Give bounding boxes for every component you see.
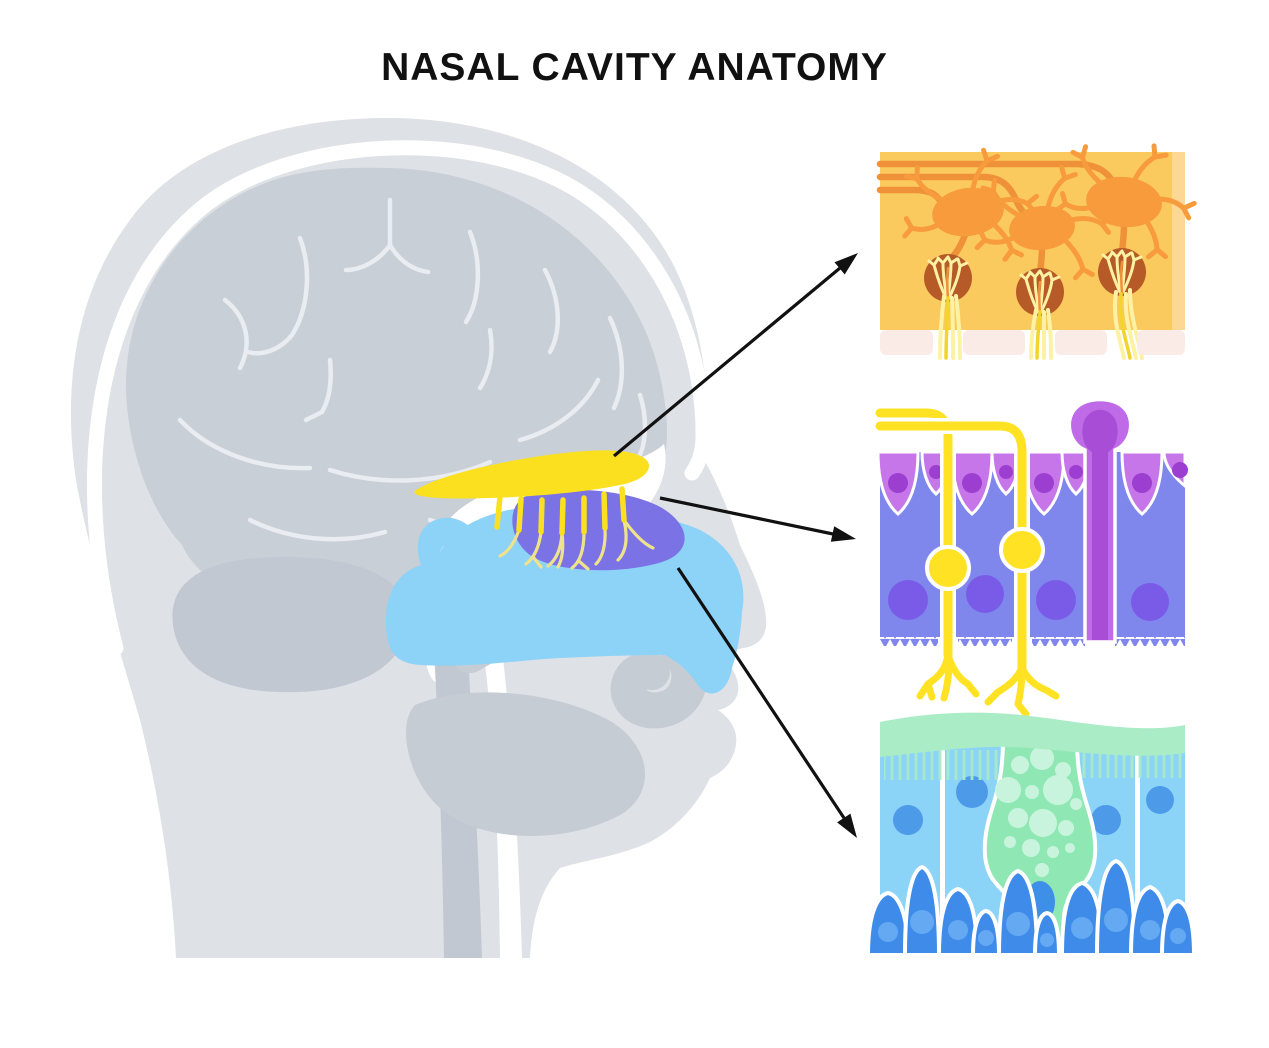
head-profile [70,118,767,958]
cilia-fringe [884,750,1000,780]
sphenoid-sinus-hook [417,517,482,589]
olfactory-epithelium-region [512,489,685,571]
skull-band [87,140,711,656]
panel-olfactory-bulb-detail [876,136,1200,360]
cribriform-plate [880,330,1185,355]
panel1-edge-strip [1172,152,1185,330]
olfactory-gland-club [1067,397,1133,644]
panel2-fringe [1115,637,1185,646]
supporting-cell-nuclei [888,575,1169,621]
panel-respiratory-mucosa-detail [866,712,1196,957]
mucus-granules [995,746,1082,877]
basal-cell-nuclei [878,908,1186,947]
arrow-olfactory-epithelium [659,496,856,542]
glomerulus [924,248,1146,316]
panel-olfactory-epithelium-detail [872,397,1188,718]
callout-arrows [612,253,858,838]
panel2-fringe [880,637,938,646]
mitral-neuron [894,136,1199,284]
olfactory-nerve-fibers [494,486,627,536]
panel2-fringe [958,637,1012,646]
epithelium-nerve-branches [498,518,655,571]
tongue [406,692,645,836]
arrow-olfactory-bulb [612,253,858,458]
cerebellum [172,556,409,693]
basal-cells [866,859,1196,957]
olfactory-receptor-neuron [872,418,1060,718]
olfactory-bulb [414,450,650,499]
columnar-cell-nuclei [893,776,1174,835]
sustentacular-nuclei [888,462,1188,493]
mucus-layer [880,712,1185,757]
page-title: NASAL CAVITY ANATOMY [381,46,888,89]
arrow-nasal-mucosa [676,567,857,838]
panel2-fringe [1032,637,1085,646]
